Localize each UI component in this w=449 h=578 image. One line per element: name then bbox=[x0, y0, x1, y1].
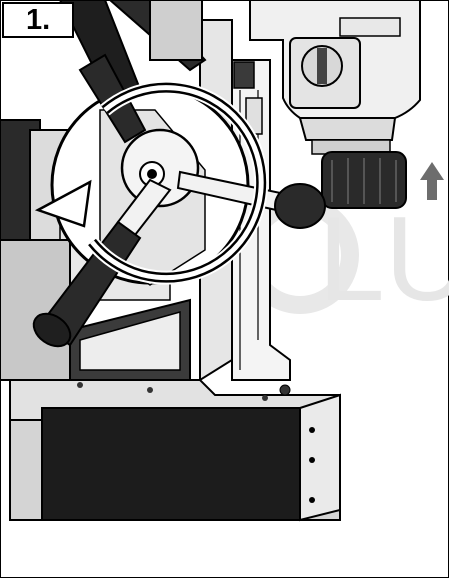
lever-grip bbox=[38, 220, 142, 347]
spoke-knob bbox=[274, 183, 326, 229]
feed-handle-detail bbox=[32, 53, 326, 348]
step-number-box: 1. bbox=[2, 2, 74, 38]
step-number: 1. bbox=[26, 3, 51, 36]
watermark-text: LU bbox=[318, 192, 449, 326]
machine-base bbox=[9, 379, 341, 522]
magnet-block bbox=[41, 407, 301, 521]
curved-rotation-arrow-icon bbox=[34, 80, 269, 285]
drill-chuck bbox=[321, 151, 407, 209]
up-arrow-icon bbox=[420, 162, 444, 200]
